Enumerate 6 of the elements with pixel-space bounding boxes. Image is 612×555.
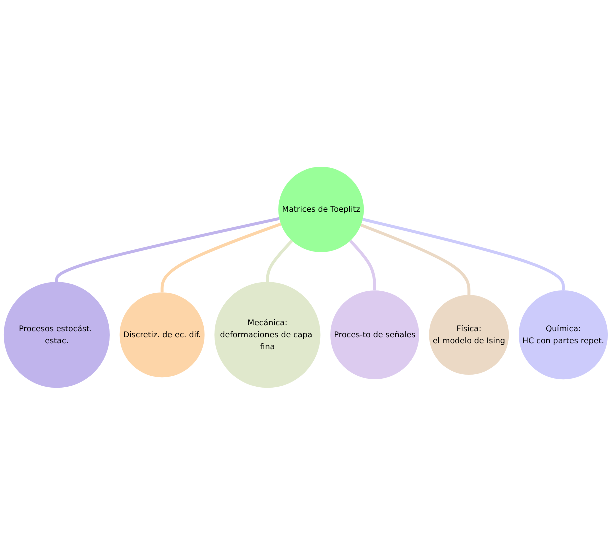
connector bbox=[160, 222, 282, 293]
connector bbox=[349, 240, 376, 291]
connector bbox=[55, 217, 280, 282]
connector bbox=[266, 240, 294, 282]
connector bbox=[362, 218, 565, 291]
connector bbox=[360, 224, 471, 296]
